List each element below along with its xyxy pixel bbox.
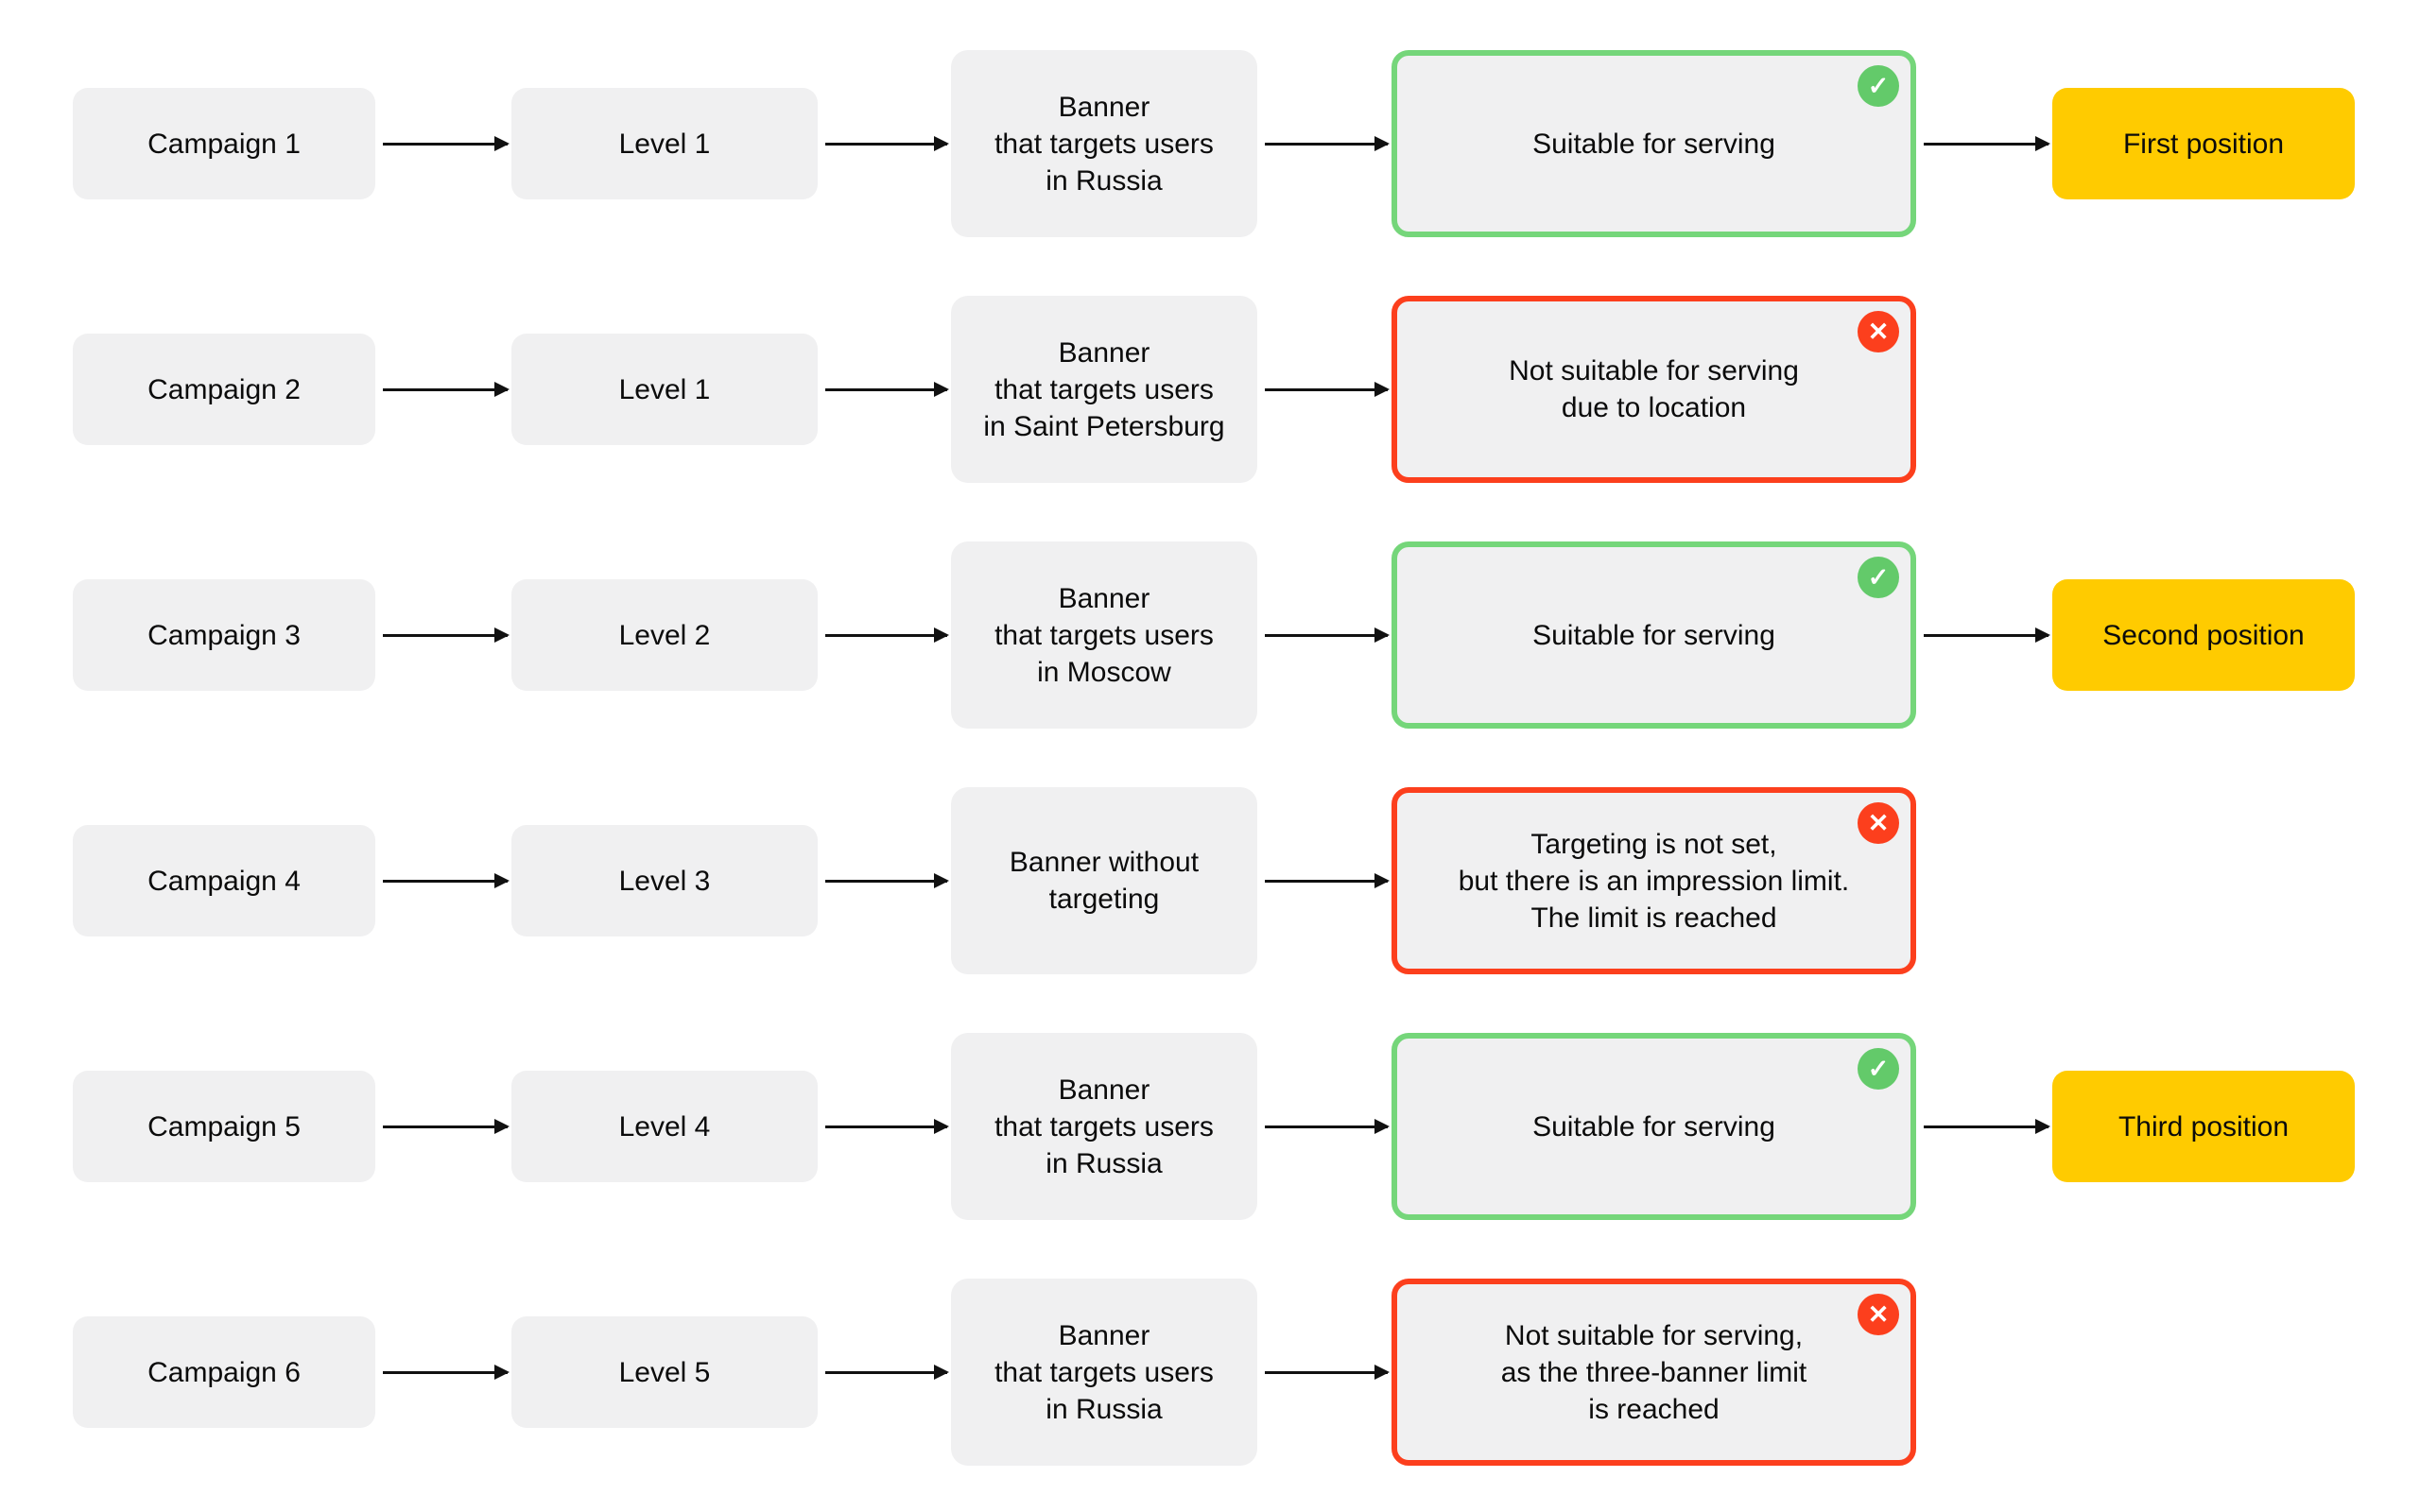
check-icon: ✓	[1858, 65, 1899, 107]
check-icon: ✓	[1858, 1048, 1899, 1090]
flow-row: Campaign 2 Level 1 Banner that targets u…	[73, 295, 2420, 484]
arrow-right-icon	[1265, 1364, 1390, 1380]
campaign-label: Campaign 3	[147, 619, 301, 651]
level-box: Level 3	[511, 825, 818, 936]
campaign-label: Campaign 6	[147, 1356, 301, 1388]
status-label: Suitable for serving	[1532, 1110, 1775, 1143]
cross-icon: ✕	[1858, 802, 1899, 844]
campaign-label: Campaign 1	[147, 128, 301, 160]
banner-box: Banner that targets users in Moscow	[951, 541, 1257, 729]
status-label: Not suitable for serving, as the three-b…	[1500, 1319, 1807, 1425]
banner-box: Banner without targeting	[951, 787, 1257, 974]
status-box: ✕ Not suitable for serving due to locati…	[1392, 296, 1916, 483]
status-box: ✓ Suitable for serving	[1392, 541, 1916, 729]
banner-label: Banner that targets users in Moscow	[994, 582, 1214, 688]
level-label: Level 4	[618, 1110, 711, 1143]
banner-box: Banner that targets users in Russia	[951, 1279, 1257, 1466]
arrow-right-icon	[825, 381, 949, 397]
flow-row: Campaign 6 Level 5 Banner that targets u…	[73, 1278, 2420, 1467]
cross-icon: ✕	[1858, 1294, 1899, 1335]
flow-row: Campaign 5 Level 4 Banner that targets u…	[73, 1032, 2420, 1221]
position-label: Third position	[2118, 1110, 2290, 1143]
status-box: ✓ Suitable for serving	[1392, 1033, 1916, 1220]
campaign-label: Campaign 4	[147, 865, 301, 897]
campaign-box: Campaign 6	[73, 1316, 375, 1428]
arrow-right-icon	[383, 1118, 510, 1134]
campaign-serving-flowchart: Campaign 1 Level 1 Banner that targets u…	[73, 49, 2420, 1467]
level-box: Level 1	[511, 88, 818, 199]
position-box: First position	[2052, 88, 2355, 199]
arrow-right-icon	[1265, 627, 1390, 643]
arrow-right-icon	[825, 1118, 949, 1134]
status-label: Suitable for serving	[1532, 128, 1775, 160]
level-box: Level 5	[511, 1316, 818, 1428]
campaign-box: Campaign 3	[73, 579, 375, 691]
flow-row: Campaign 4 Level 3 Banner without target…	[73, 786, 2420, 975]
position-box: Third position	[2052, 1071, 2355, 1182]
level-box: Level 2	[511, 579, 818, 691]
arrow-right-icon	[825, 872, 949, 888]
level-label: Level 3	[618, 865, 711, 897]
arrow-right-icon	[1924, 627, 2050, 643]
banner-label: Banner that targets users in Russia	[994, 1319, 1214, 1425]
cross-icon: ✕	[1858, 311, 1899, 352]
arrow-right-icon	[1265, 381, 1390, 397]
arrow-right-icon	[383, 381, 510, 397]
status-label: Not suitable for serving due to location	[1509, 355, 1799, 423]
arrow-right-icon	[1265, 135, 1390, 151]
status-icon-glyph: ✓	[1867, 562, 1890, 592]
banner-label: Banner that targets users in Saint Peter…	[983, 336, 1225, 442]
arrow-right-icon	[1265, 1118, 1390, 1134]
campaign-box: Campaign 4	[73, 825, 375, 936]
status-box: ✕ Targeting is not set, but there is an …	[1392, 787, 1916, 974]
arrow-right-icon	[825, 627, 949, 643]
arrow-right-icon	[825, 135, 949, 151]
status-icon-glyph: ✕	[1867, 1299, 1890, 1329]
campaign-label: Campaign 2	[147, 373, 301, 405]
arrow-right-icon	[383, 872, 510, 888]
campaign-box: Campaign 1	[73, 88, 375, 199]
arrow-right-icon	[383, 627, 510, 643]
banner-box: Banner that targets users in Russia	[951, 1033, 1257, 1220]
level-label: Level 2	[618, 619, 711, 651]
campaign-box: Campaign 5	[73, 1071, 375, 1182]
campaign-box: Campaign 2	[73, 334, 375, 445]
status-icon-glyph: ✕	[1867, 317, 1890, 346]
status-box: ✓ Suitable for serving	[1392, 50, 1916, 237]
arrow-right-icon	[1924, 135, 2050, 151]
status-icon-glyph: ✓	[1867, 71, 1890, 100]
level-label: Level 1	[618, 373, 711, 405]
flow-row: Campaign 3 Level 2 Banner that targets u…	[73, 541, 2420, 730]
status-box: ✕ Not suitable for serving, as the three…	[1392, 1279, 1916, 1466]
banner-box: Banner that targets users in Russia	[951, 50, 1257, 237]
banner-label: Banner without targeting	[1009, 847, 1200, 915]
level-box: Level 1	[511, 334, 818, 445]
level-box: Level 4	[511, 1071, 818, 1182]
status-label: Suitable for serving	[1532, 619, 1775, 651]
arrow-right-icon	[383, 1364, 510, 1380]
level-label: Level 5	[618, 1356, 711, 1388]
arrow-right-icon	[1924, 1118, 2050, 1134]
banner-label: Banner that targets users in Russia	[994, 1074, 1214, 1179]
status-icon-glyph: ✕	[1867, 808, 1890, 837]
banner-box: Banner that targets users in Saint Peter…	[951, 296, 1257, 483]
arrow-right-icon	[383, 135, 510, 151]
level-label: Level 1	[618, 128, 711, 160]
banner-label: Banner that targets users in Russia	[994, 91, 1214, 197]
check-icon: ✓	[1858, 557, 1899, 598]
status-icon-glyph: ✓	[1867, 1054, 1890, 1083]
arrow-right-icon	[1265, 872, 1390, 888]
campaign-label: Campaign 5	[147, 1110, 301, 1143]
position-box: Second position	[2052, 579, 2355, 691]
position-label: Second position	[2102, 619, 2305, 651]
flow-row: Campaign 1 Level 1 Banner that targets u…	[73, 49, 2420, 238]
arrow-right-icon	[825, 1364, 949, 1380]
status-label: Targeting is not set, but there is an im…	[1458, 828, 1850, 934]
position-label: First position	[2122, 128, 2285, 160]
